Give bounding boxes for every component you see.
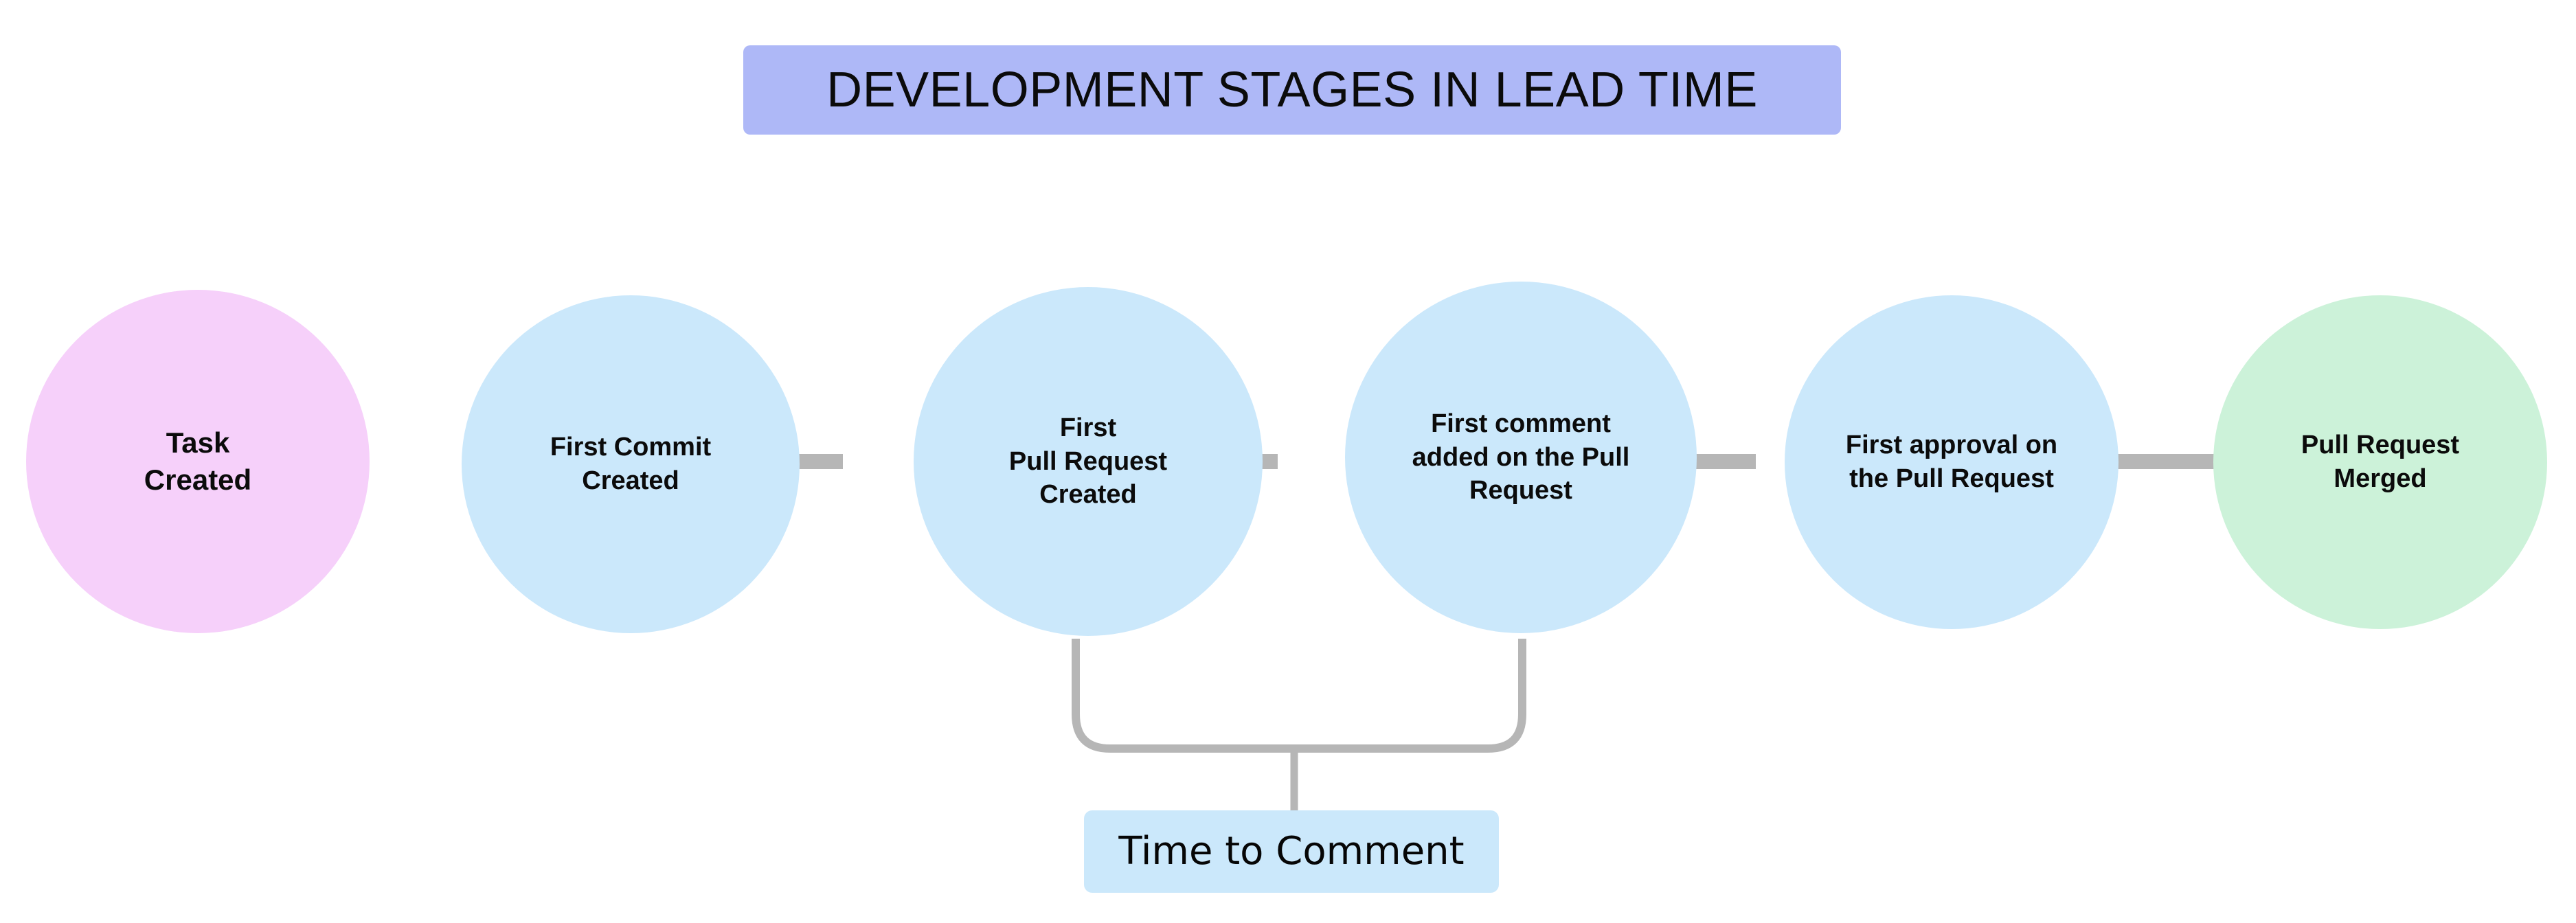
stage-circle-pull-request-merged[interactable]: Pull Request Merged (2213, 295, 2547, 629)
page-title: DEVELOPMENT STAGES IN LEAD TIME (826, 62, 1758, 117)
stage-circle-first-pull-request-created[interactable]: First Pull Request Created (914, 287, 1263, 636)
bracket-path (1072, 639, 1526, 753)
stage-circle-first-commit-created[interactable]: First Commit Created (462, 295, 800, 633)
stage-label-first-pull-request-created: First Pull Request Created (1008, 413, 1168, 510)
connector-stage2-stage3 (795, 454, 843, 469)
stage-label-first-approval-on-the-pull-request: First approval on the Pull Request (1845, 431, 2058, 493)
metric-label-time-to-comment: Time to Comment (1118, 829, 1465, 874)
stage-label-first-comment-added-on-the-pull-request: First comment added on the Pull Request (1412, 409, 1630, 505)
stage-circle-first-comment-added-on-the-pull-request[interactable]: First comment added on the Pull Request (1345, 282, 1697, 633)
stage-label-task-created: Task Created (144, 426, 252, 496)
stage-label-first-commit-created: First Commit Created (550, 433, 712, 495)
stage-circle-first-approval-on-the-pull-request[interactable]: First approval on the Pull Request (1785, 295, 2119, 629)
connector-stage5-stage6 (2114, 454, 2214, 469)
stage-circle-task-created[interactable]: Task Created (26, 290, 370, 633)
diagram-title-banner: DEVELOPMENT STAGES IN LEAD TIME (743, 45, 1841, 135)
metric-badge-time-to-comment[interactable]: Time to Comment (1084, 810, 1499, 893)
stage-label-pull-request-merged: Pull Request Merged (2301, 431, 2460, 493)
